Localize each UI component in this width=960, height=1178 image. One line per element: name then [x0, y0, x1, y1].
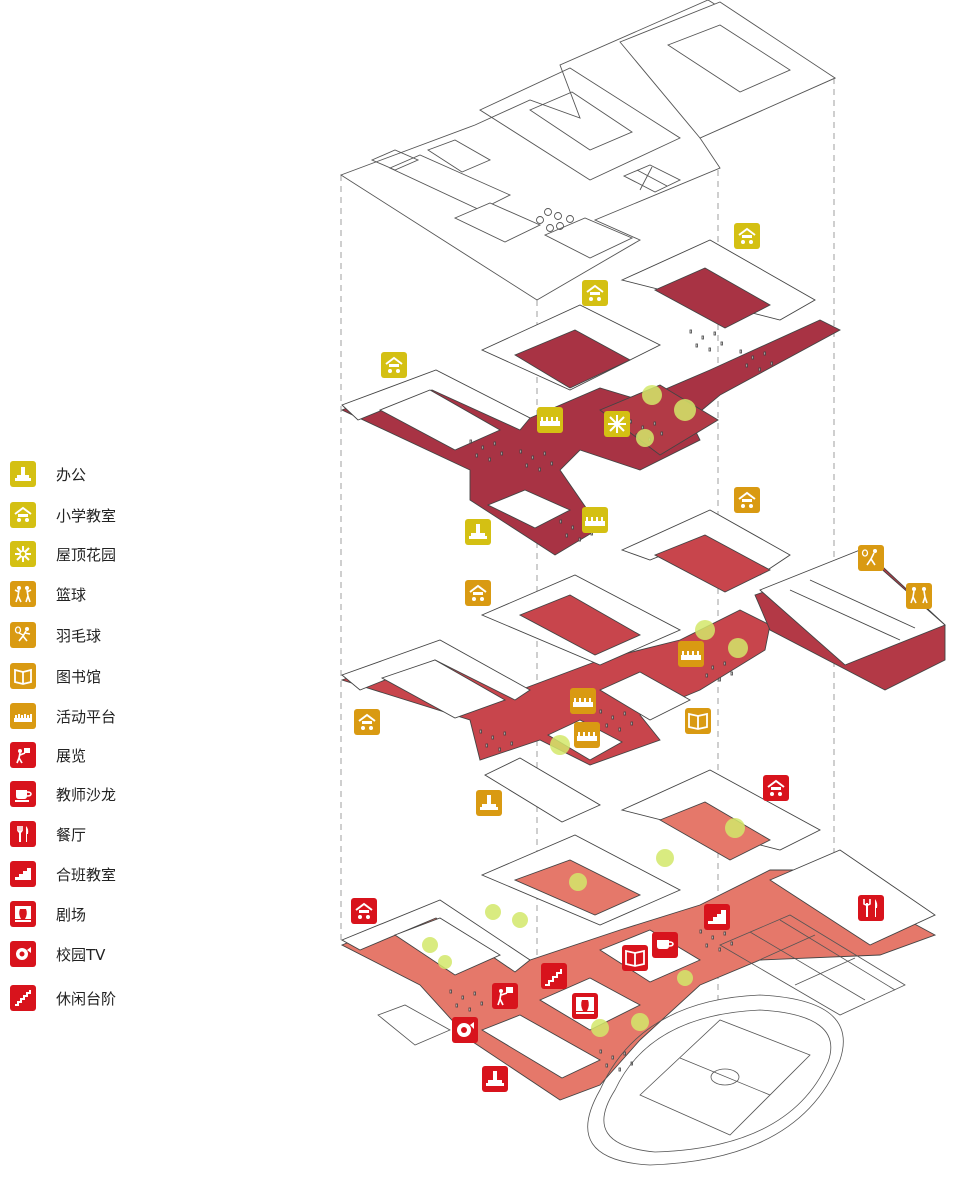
dining-icon: [10, 821, 36, 847]
library-icon: [622, 945, 648, 971]
roof-garden-icon: [604, 411, 630, 437]
legend-item-badminton: 羽毛球: [10, 620, 101, 650]
library-icon: [10, 663, 36, 689]
legend-label: 展览: [56, 746, 87, 765]
dining-icon: [858, 895, 884, 921]
roof-level: [339, 0, 836, 301]
exhibition-icon: [492, 983, 518, 1009]
legend-label: 休闲台阶: [56, 989, 117, 1008]
badminton-icon: [10, 622, 36, 648]
classroom-icon: [381, 352, 407, 378]
classroom-icon: [465, 580, 491, 606]
legend-label: 小学教室: [56, 506, 117, 525]
classroom-icon: [763, 775, 789, 801]
second-floor: [340, 509, 946, 823]
theater-icon: [572, 993, 598, 1019]
theater-icon: [10, 901, 36, 927]
legend-item-campus-tv: 校园TV: [10, 939, 105, 969]
legend-label: 合班教室: [56, 865, 117, 884]
classroom-icon: [10, 502, 36, 528]
legend-item-office: 办公: [10, 459, 86, 489]
legend-item-activity-platform: 活动平台: [10, 701, 116, 731]
ground-floor: [340, 769, 937, 1101]
lecture-hall-icon: [10, 861, 36, 887]
classroom-icon: [354, 709, 380, 735]
legend-item-exhibition: 展览: [10, 740, 86, 770]
office-icon: [482, 1066, 508, 1092]
legend-label: 篮球: [56, 585, 87, 604]
classroom-icon: [734, 223, 760, 249]
office-icon: [465, 519, 491, 545]
leisure-steps-icon: [541, 963, 567, 989]
legend-label: 校园TV: [56, 945, 106, 964]
classroom-icon: [351, 898, 377, 924]
legend-label: 屋顶花园: [56, 545, 117, 564]
legend-item-teacher-salon: 教师沙龙: [10, 779, 116, 809]
legend-item-leisure-steps: 休闲台阶: [10, 983, 116, 1013]
activity-platform-icon: [582, 507, 608, 533]
ground-floor-trees: [422, 818, 745, 1037]
second-floor-trees: [550, 620, 748, 755]
legend-item-library: 图书馆: [10, 661, 101, 691]
badminton-icon: [858, 545, 884, 571]
activity-platform-icon: [537, 407, 563, 433]
library-icon: [685, 708, 711, 734]
campus-tv-icon: [452, 1017, 478, 1043]
legend-item-lecture-hall: 合班教室: [10, 859, 116, 889]
legend-item-theater: 剧场: [10, 899, 86, 929]
legend-label: 办公: [56, 465, 87, 484]
legend-label: 餐厅: [56, 825, 87, 844]
leisure-steps-icon: [10, 985, 36, 1011]
sports-field: [587, 914, 906, 1166]
diagram-markers: [351, 223, 932, 1092]
roof-garden-icon: [10, 541, 36, 567]
legend-label: 羽毛球: [56, 626, 102, 645]
office-icon: [10, 461, 36, 487]
basketball-icon: [906, 583, 932, 609]
classroom-icon: [582, 280, 608, 306]
office-icon: [476, 790, 502, 816]
legend-label: 剧场: [56, 905, 87, 924]
legend-label: 活动平台: [56, 707, 117, 726]
legend-item-dining: 餐厅: [10, 819, 86, 849]
teacher-salon-icon: [652, 932, 678, 958]
teacher-salon-icon: [10, 781, 36, 807]
campus-tv-icon: [10, 941, 36, 967]
lecture-hall-icon: [704, 904, 730, 930]
third-floor-trees: [636, 385, 696, 447]
activity-platform-icon: [570, 688, 596, 714]
legend-item-roof-garden: 屋顶花园: [10, 539, 116, 569]
activity-platform-icon: [10, 703, 36, 729]
classroom-icon: [734, 487, 760, 513]
basketball-icon: [10, 581, 36, 607]
exhibition-icon: [10, 742, 36, 768]
activity-platform-icon: [678, 641, 704, 667]
activity-platform-icon: [574, 722, 600, 748]
legend-item-classroom: 小学教室: [10, 500, 116, 530]
legend-item-basketball: 篮球: [10, 579, 86, 609]
legend-label: 教师沙龙: [56, 785, 117, 804]
legend-label: 图书馆: [56, 667, 102, 686]
entrance-ramp: [377, 1004, 451, 1046]
